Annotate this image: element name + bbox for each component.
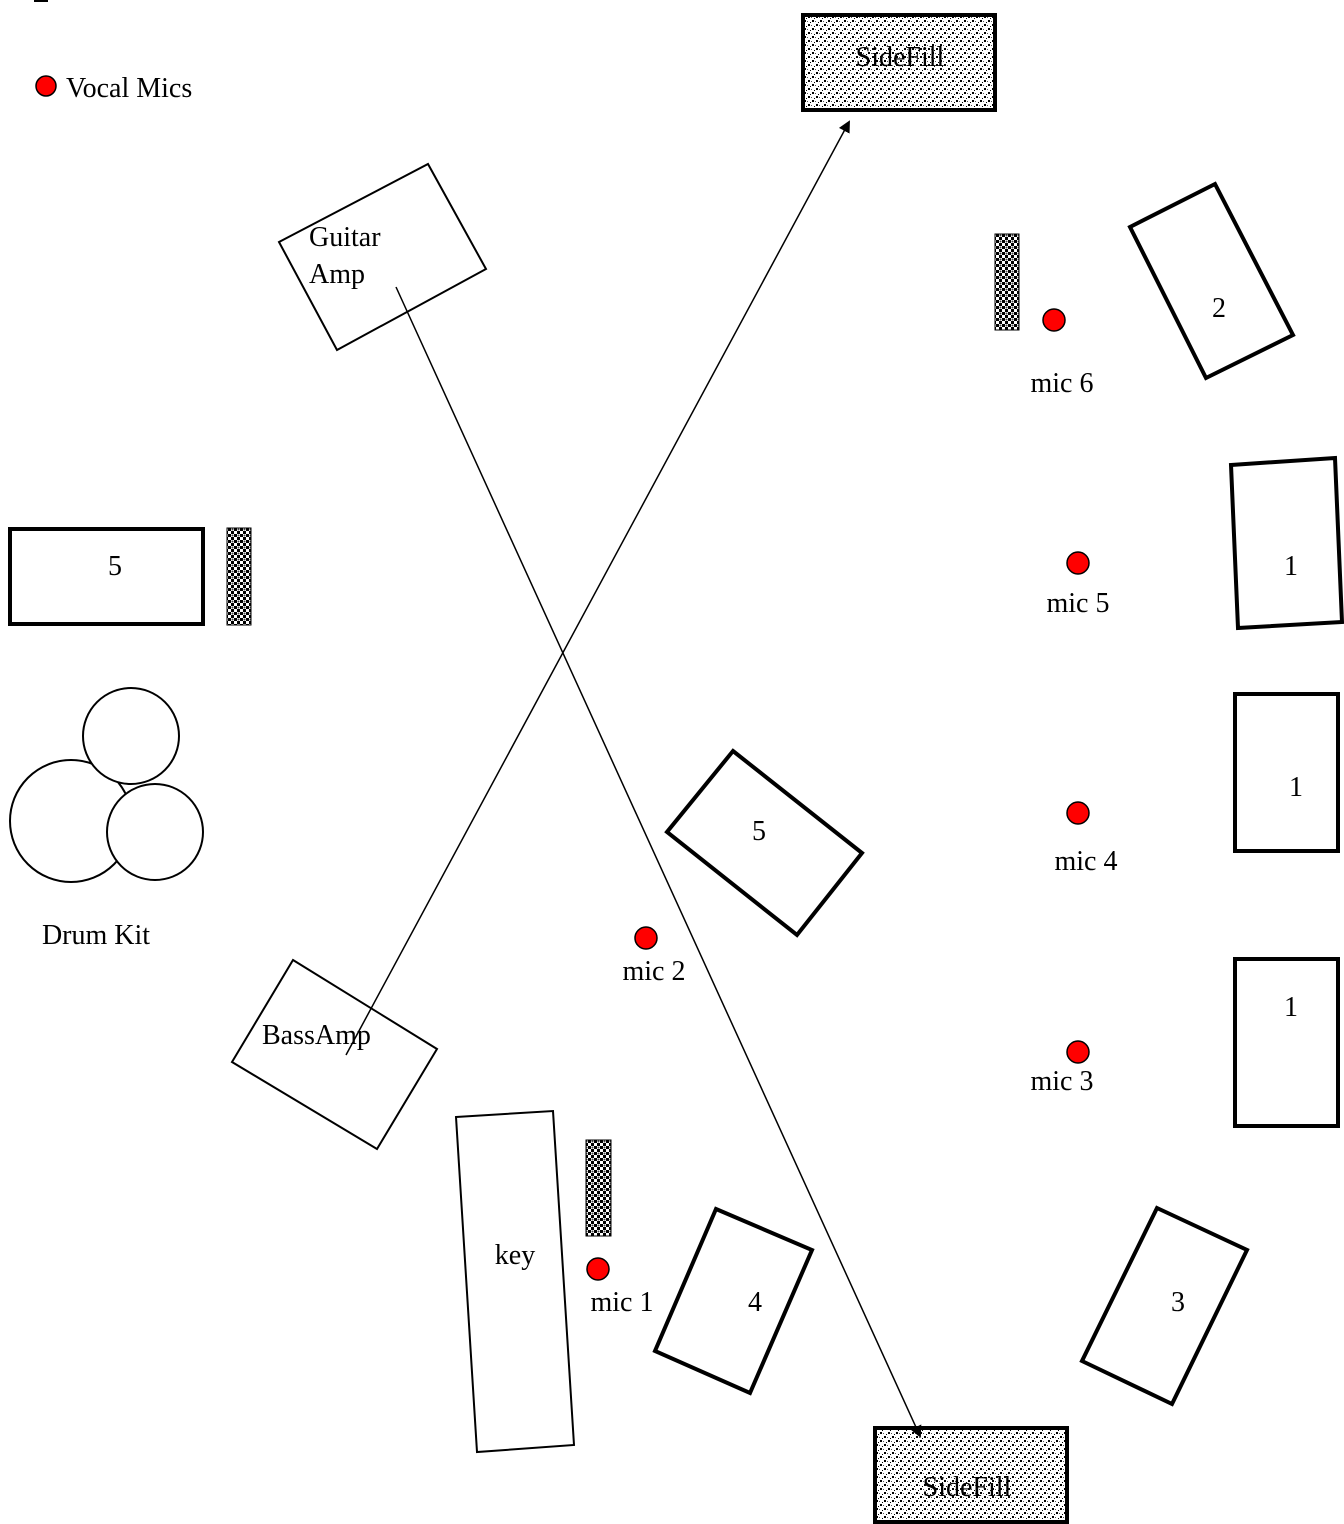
bass-amp-box	[230, 958, 439, 1151]
keyboard-label: key	[495, 1240, 535, 1271]
mic-1-label: mic 1	[591, 1287, 654, 1318]
monitor-wedge-mic3-label: 1	[1284, 992, 1298, 1023]
monitor-wedge-mic5: 1	[1228, 455, 1344, 631]
monitor-wedge-mic6: 2	[1127, 181, 1296, 381]
sidefill-top-box	[801, 13, 997, 112]
di-box-drums	[226, 527, 252, 626]
monitor-wedge-mic3: 1	[1233, 957, 1340, 1128]
keyboard-box	[454, 1109, 576, 1454]
mic-3-icon	[1066, 1040, 1090, 1064]
mic-6-icon	[1042, 308, 1066, 332]
monitor-wedge-lower-right-box	[1079, 1205, 1250, 1407]
mic-4-icon	[1066, 801, 1090, 825]
legend-label: Vocal Mics	[66, 73, 192, 104]
sidefill-top-label: SideFill	[856, 42, 945, 73]
monitor-wedge-mic4-box	[1233, 692, 1340, 853]
sidefill-bottom: SideFill	[873, 1426, 1069, 1524]
mic-6: mic 6	[1031, 308, 1094, 399]
monitor-wedge-drums: 5	[8, 527, 205, 626]
monitor-wedge-mic5-box	[1228, 455, 1344, 631]
monitor-wedge-mic4: 1	[1233, 692, 1340, 853]
legend-mic-icon	[35, 75, 57, 97]
mic-5: mic 5	[1047, 551, 1110, 619]
monitor-wedge-key-box	[652, 1206, 815, 1396]
sidefill-bottom-box	[873, 1426, 1069, 1524]
legend: Vocal Mics	[35, 73, 192, 104]
guitar-amp-label-line2: Amp	[309, 259, 365, 290]
bass-amp: BassAmp	[230, 958, 439, 1151]
mic-3: mic 3	[1031, 1040, 1094, 1097]
mic-6-label: mic 6	[1031, 368, 1094, 399]
bass-amp-label: BassAmp	[262, 1020, 371, 1051]
guitar-amp-box	[277, 162, 488, 352]
monitor-wedge-mic6-box	[1127, 181, 1296, 381]
monitor-wedge-lower-right: 3	[1079, 1205, 1250, 1407]
mic-5-icon	[1066, 551, 1090, 575]
monitor-wedge-lower-right-label: 3	[1171, 1287, 1185, 1318]
guitar-amp-label-line1: Guitar	[309, 222, 381, 253]
mic-2-label: mic 2	[623, 956, 686, 987]
monitor-wedge-mic4-label: 1	[1289, 772, 1303, 803]
drum-rack-tom	[82, 687, 180, 785]
corner-mark	[34, 0, 48, 2]
monitor-wedge-drums-box	[8, 527, 205, 626]
mic-2-icon	[634, 926, 658, 950]
monitor-wedge-key-label: 4	[748, 1287, 762, 1318]
guitar-amp: Guitar Amp	[277, 162, 488, 352]
drum-kick	[106, 783, 204, 881]
mic-4-label: mic 4	[1055, 846, 1118, 877]
monitor-wedge-mic3-box	[1233, 957, 1340, 1128]
monitor-wedge-center: 5	[664, 748, 865, 938]
drum-kit: Drum Kit	[9, 687, 204, 951]
monitor-wedge-center-box	[664, 748, 865, 938]
drum-kit-label: Drum Kit	[42, 920, 150, 951]
keyboard: key	[454, 1109, 576, 1454]
bass-to-sidefill-top-line	[345, 120, 850, 1056]
di-box-mic6	[994, 233, 1020, 331]
sidefill-bottom-label: SideFill	[923, 1472, 1012, 1503]
monitor-wedge-key: 4	[652, 1206, 815, 1396]
mic-2: mic 2	[623, 926, 686, 987]
monitor-wedge-mic6-label: 2	[1212, 293, 1226, 324]
sidefill-top: SideFill	[801, 13, 997, 112]
mic-3-label: mic 3	[1031, 1066, 1094, 1097]
monitor-wedge-center-label: 5	[752, 816, 766, 847]
guitar-to-sidefill-bottom-line	[395, 286, 922, 1438]
mic-1: mic 1	[586, 1257, 654, 1318]
di-box-key	[585, 1139, 612, 1237]
monitor-wedge-mic5-label: 1	[1284, 551, 1298, 582]
mic-1-icon	[586, 1257, 610, 1281]
mic-5-label: mic 5	[1047, 588, 1110, 619]
mic-4: mic 4	[1055, 801, 1118, 877]
monitor-wedge-drums-label: 5	[108, 551, 122, 582]
